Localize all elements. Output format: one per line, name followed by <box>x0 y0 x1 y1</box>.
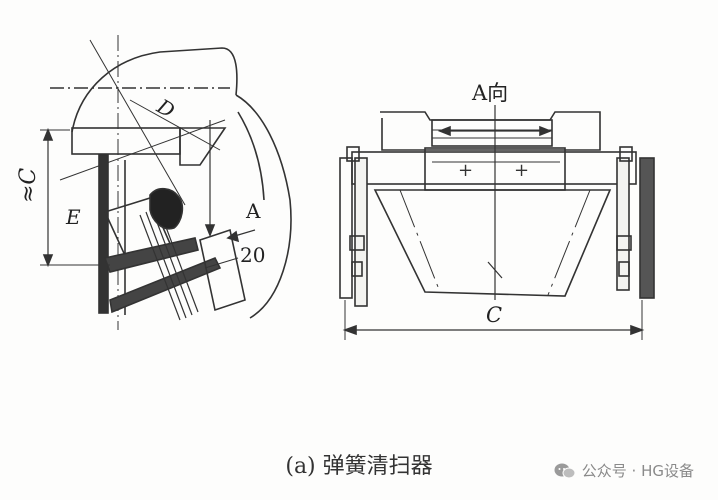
right-bracket <box>616 157 630 291</box>
break-line <box>487 261 503 279</box>
label-20: 20 <box>240 243 265 267</box>
brace-2 <box>109 256 222 314</box>
figure-caption: (a) 弹簧清扫器 <box>285 454 433 479</box>
side-view <box>40 35 292 330</box>
label-c-bottom: C <box>486 303 502 327</box>
label-d: D <box>152 94 179 123</box>
svg-text:+: + <box>514 160 529 181</box>
belt-strip <box>380 111 601 151</box>
label-a-direction: A向 <box>471 81 508 105</box>
support-post <box>98 154 109 314</box>
lower-block <box>199 228 246 312</box>
diag-line-4 <box>59 119 226 181</box>
diag-line-1 <box>89 39 186 206</box>
watermark-text: 公众号 · HG设备 <box>581 462 694 480</box>
main-shaft <box>351 151 637 185</box>
right-plate <box>639 157 655 299</box>
scraper-blade <box>149 187 184 230</box>
belt-inner <box>237 111 265 201</box>
wechat-icon <box>554 463 576 478</box>
left-plate <box>339 157 353 299</box>
label-approx-c: ≈C <box>16 168 41 203</box>
belt-curve <box>235 94 292 319</box>
left-bracket <box>354 157 368 307</box>
leader-20 <box>204 257 239 269</box>
label-e: E <box>65 205 81 229</box>
diag-line-3 <box>129 99 221 151</box>
watermark: 公众号 · HG设备 <box>554 460 694 481</box>
scraper-body <box>373 189 612 297</box>
label-a: A <box>245 199 261 223</box>
top-block <box>431 119 553 147</box>
front-view: + + <box>339 105 655 340</box>
drum-arc <box>71 47 238 133</box>
svg-text:+: + <box>458 160 473 181</box>
frame-top-plate <box>71 127 181 155</box>
